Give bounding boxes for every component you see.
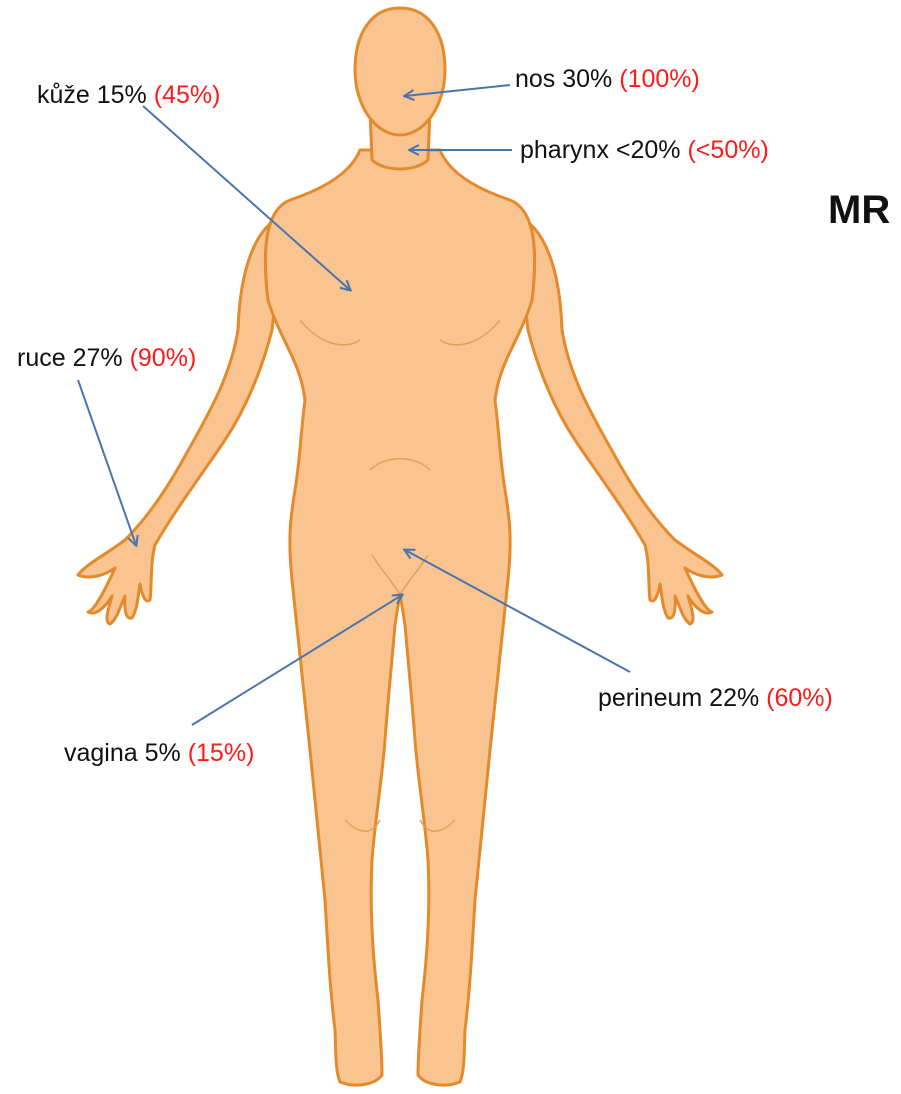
label-nos-pct: (100%): [619, 65, 700, 93]
label-pharynx: pharynx <20% (<50%): [520, 135, 769, 165]
head: [355, 8, 445, 135]
label-perineum: perineum 22% (60%): [598, 683, 833, 713]
human-figure: [78, 8, 722, 1085]
label-kuze-text: kůže 15%: [37, 81, 147, 109]
label-vagina-text: vagina 5%: [64, 739, 181, 767]
arrow-ruce: [78, 380, 136, 545]
title-fragment: MR: [828, 186, 890, 234]
torso-and-legs: [265, 150, 534, 1085]
right-arm: [515, 215, 722, 624]
label-ruce-pct: (90%): [130, 344, 197, 372]
label-nos-text: nos 30%: [515, 65, 612, 93]
label-nos: nos 30% (100%): [515, 64, 700, 94]
label-ruce: ruce 27% (90%): [17, 343, 196, 373]
label-perineum-pct: (60%): [766, 684, 833, 712]
label-vagina-pct: (15%): [188, 739, 255, 767]
label-pharynx-pct: (<50%): [687, 136, 768, 164]
label-pharynx-text: pharynx <20%: [520, 136, 681, 164]
label-kuze-pct: (45%): [154, 81, 221, 109]
label-perineum-text: perineum 22%: [598, 684, 759, 712]
label-ruce-text: ruce 27%: [17, 344, 123, 372]
left-arm: [78, 215, 285, 624]
label-vagina: vagina 5% (15%): [64, 738, 254, 768]
label-kuze: kůže 15% (45%): [37, 80, 220, 110]
